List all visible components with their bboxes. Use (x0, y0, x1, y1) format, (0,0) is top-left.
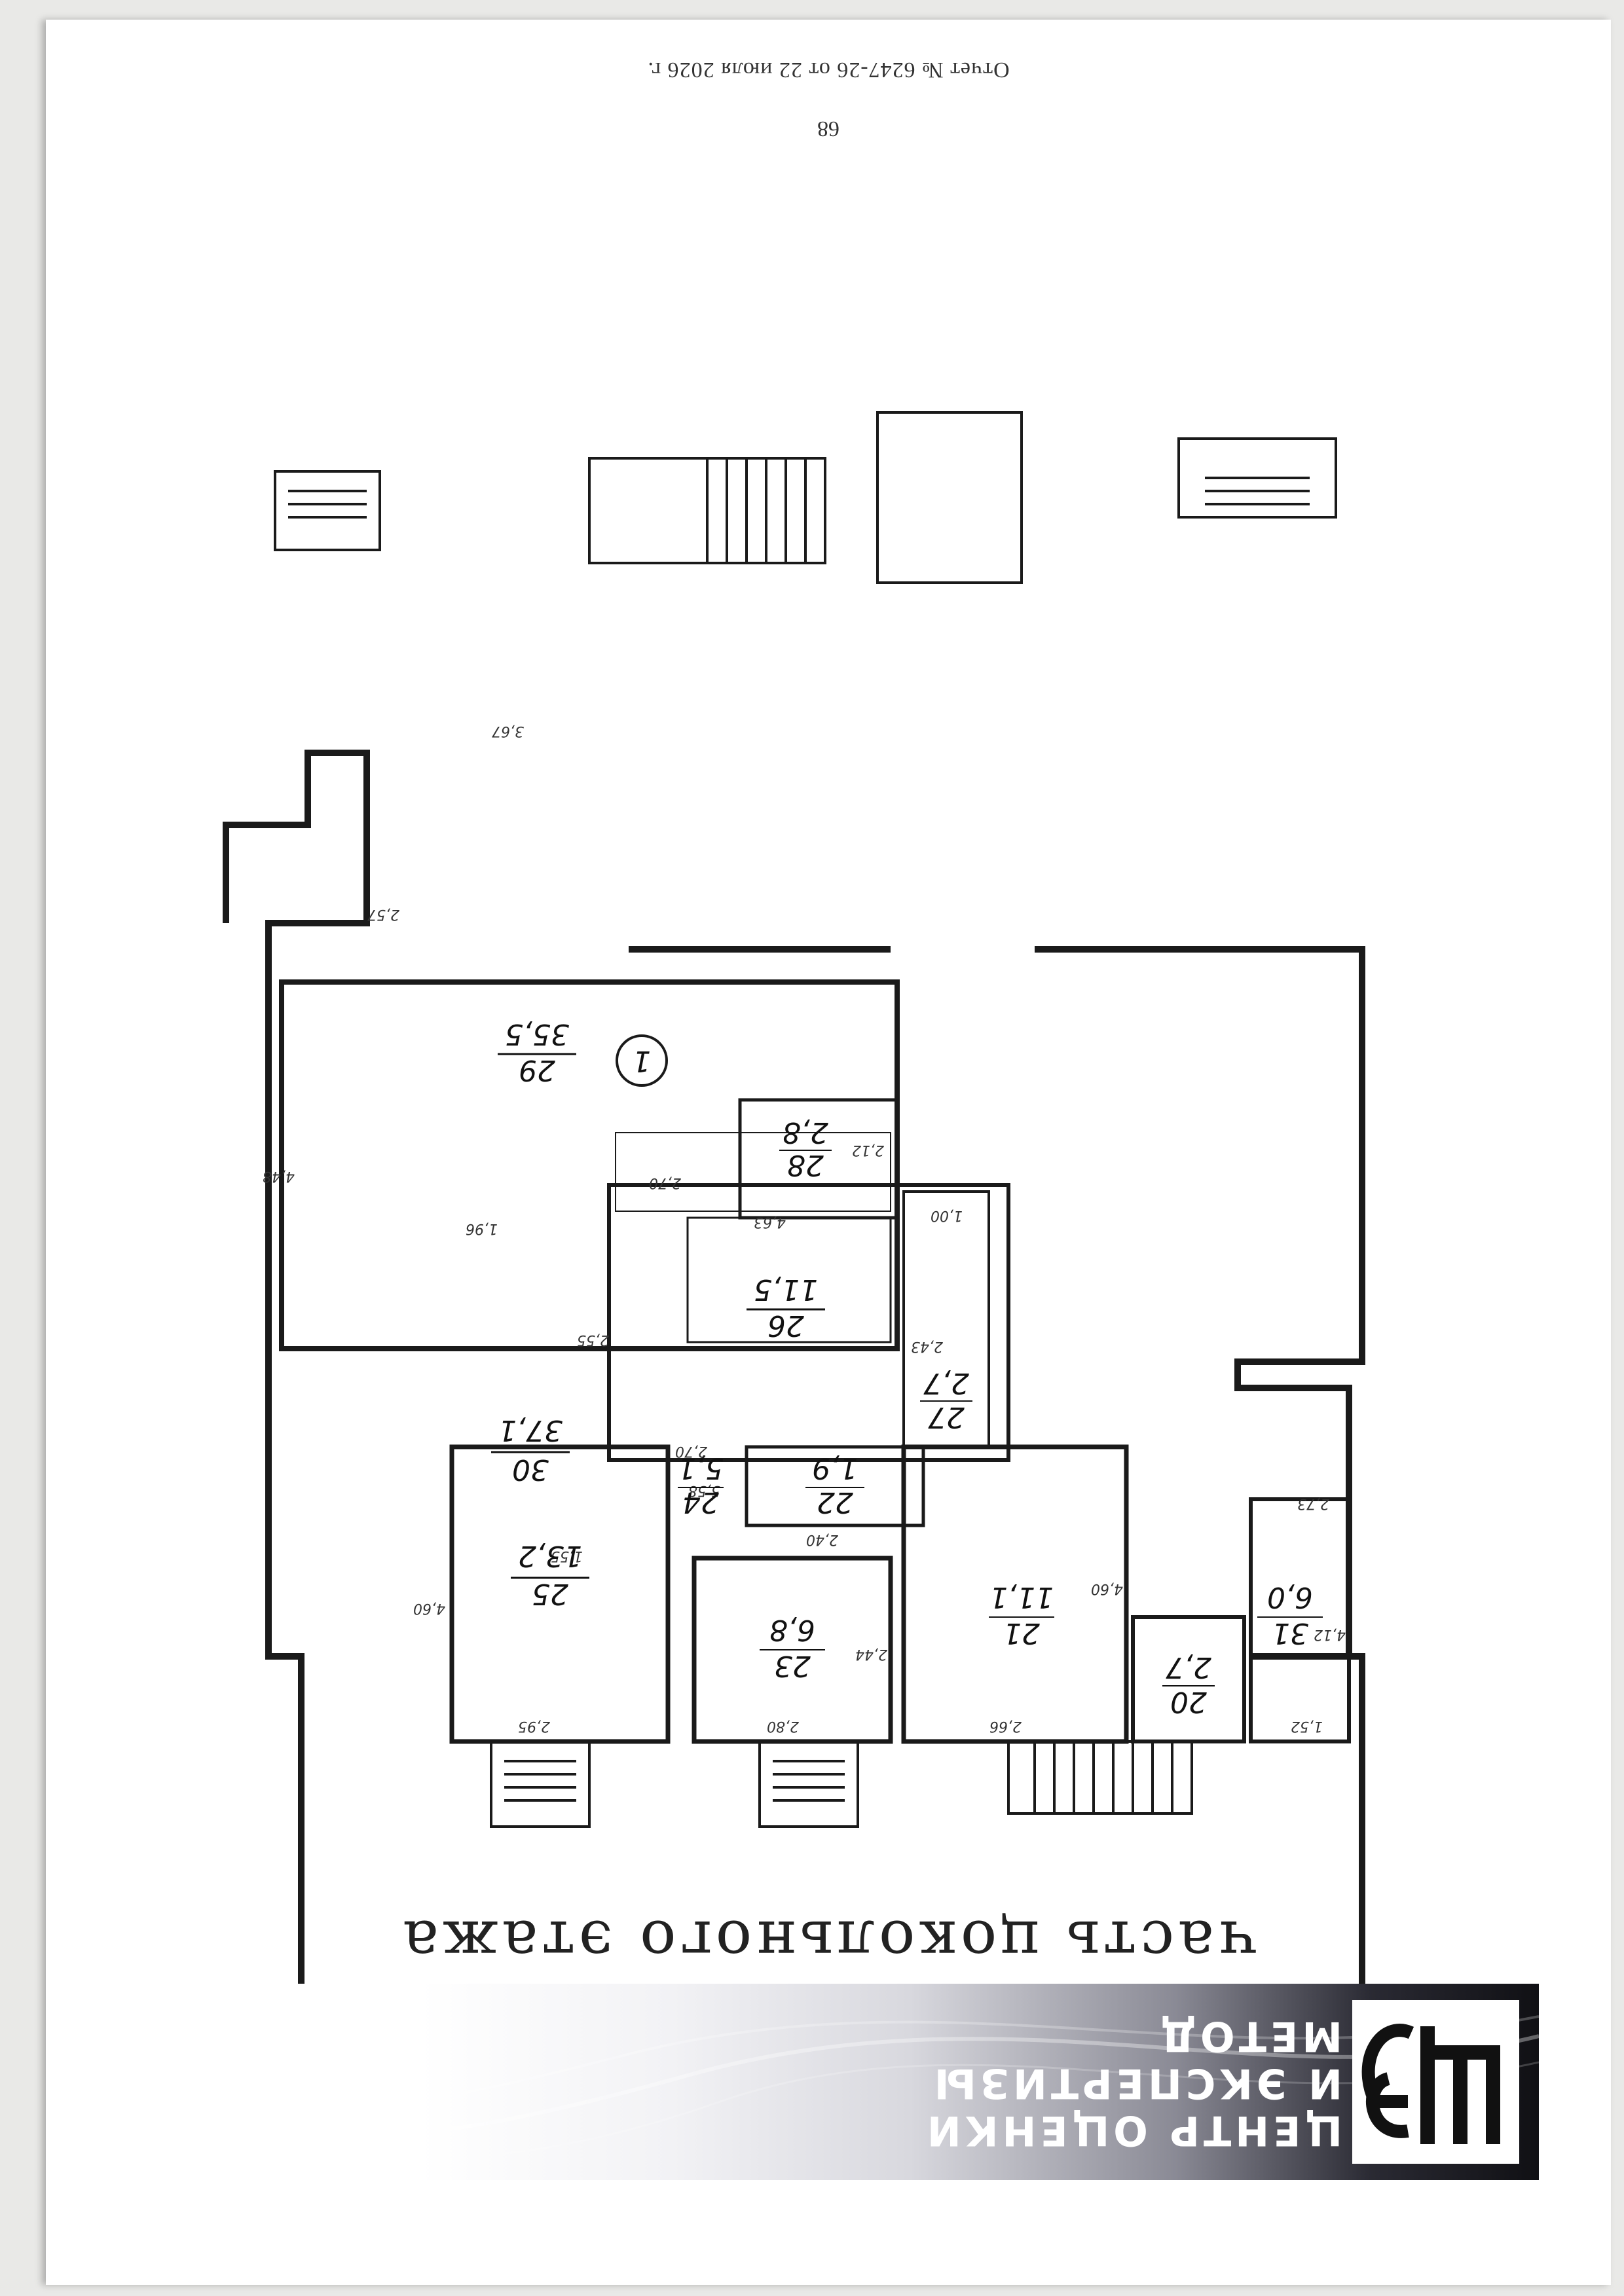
room-number: 31 (1272, 1616, 1308, 1650)
room-22: 22 1,9 2,40 (745, 1445, 925, 1548)
room-27: 27 2,7 1,00 2,43 (902, 1190, 990, 1448)
room-number: 23 (774, 1649, 811, 1683)
dimension-label: 2,44 (855, 1646, 887, 1662)
dimension-label: 1,55 (551, 1548, 583, 1564)
dimension-label: 1,52 (1291, 1718, 1323, 1734)
room-area: 2,7 (923, 1366, 969, 1400)
room-23: 23 6,8 2,44 2,80 (692, 1556, 893, 1744)
dimension-label: 2,73 (1297, 1495, 1329, 1512)
room-area: 37,1 (498, 1413, 563, 1447)
dimension-label: 2,43 (911, 1338, 943, 1355)
company-name-line: МЕТОД (1156, 2013, 1342, 2060)
room-20: 20 2,7 (1131, 1615, 1246, 1743)
company-name: ЦЕНТР ОЦЕНКИ И ЭКСПЕРТИЗЫ МЕТОД (923, 2013, 1342, 2155)
room-number: 20 (1170, 1685, 1207, 1719)
plan-title: часть цокольного этажа (399, 1907, 1258, 1977)
dimension-label: 2,95 (518, 1718, 550, 1734)
dimension-label: 2,57 (367, 906, 399, 922)
dimension-label: 3,67 (492, 723, 524, 739)
room-31: 31 6,0 2,73 4,12 1,52 (1249, 1495, 1351, 1743)
dimension-label: 2,80 (767, 1718, 799, 1734)
room-number: 30 (512, 1453, 549, 1486)
room-26: 26 11,5 2,70 4,63 2,55 (577, 1175, 1010, 1462)
floor-plan: 1 29 35,5 4,48 2,57 1,96 28 2,8 2,12 30 (223, 411, 1365, 2059)
room-number: 21 (1003, 1616, 1040, 1650)
dimension-label: 2,40 (806, 1531, 838, 1548)
dimension-label: 2,70 (649, 1175, 681, 1191)
room-area: 1,9 (812, 1451, 858, 1485)
room-number: 29 (519, 1053, 555, 1087)
dimension-label: 5,58 (688, 1482, 720, 1499)
room-area: 2,7 (1166, 1650, 1211, 1684)
room-28: 28 2,8 2,12 (738, 1098, 899, 1220)
room-25: 25 13,2 4,60 2,95 (413, 1444, 671, 1744)
company-name-line: ЦЕНТР ОЦЕНКИ (923, 2107, 1342, 2155)
room-area: 11,1 (989, 1580, 1054, 1614)
dimension-label: 2,66 (989, 1718, 1022, 1734)
room-area: 2,8 (783, 1116, 828, 1149)
room-area: 13,2 (518, 1539, 582, 1573)
dimension-label: 4,63 (754, 1214, 786, 1230)
room-24: 24 5,1 2,70 1,55 (551, 1443, 724, 1564)
scanned-page: Отчет № 6247-26 от 22 июля 2026 г. 68 1 … (46, 20, 1611, 2285)
company-banner: ЦЕНТР ОЦЕНКИ И ЭКСПЕРТИЗЫ МЕТОД (141, 1984, 1539, 2180)
company-logo-icon (1352, 2000, 1519, 2164)
room-number: 26 (767, 1309, 804, 1342)
dimension-label: 4,48 (263, 1168, 295, 1184)
dimension-label: 4,60 (413, 1600, 445, 1616)
room-number: 27 (928, 1400, 965, 1434)
dimension-label: 2,12 (852, 1142, 884, 1158)
company-name-line: И ЭКСПЕРТИЗЫ (930, 2060, 1342, 2107)
room-21: 21 11,1 4,60 2,66 (901, 1444, 1129, 1744)
room-30: 30 37,1 3,67 5,58 (491, 723, 720, 1499)
dimension-label: 4,60 (1091, 1580, 1123, 1597)
room-area: 11,5 (754, 1273, 818, 1306)
dimension-label: 2,70 (675, 1443, 707, 1459)
room-number: 24 (682, 1485, 719, 1519)
room-area: 6,0 (1267, 1580, 1313, 1614)
banner-wave-decoration (141, 2015, 1539, 2159)
room-number: 22 (817, 1485, 853, 1519)
room-area: 5,1 (678, 1451, 724, 1485)
room-area: 35,5 (505, 1017, 569, 1051)
room-area: 6,8 (769, 1613, 815, 1647)
dimension-label: 1,00 (931, 1207, 963, 1224)
rotated-content: Отчет № 6247-26 от 22 июля 2026 г. 68 1 … (46, 20, 1611, 2285)
dimension-label: 2,55 (577, 1332, 609, 1348)
stairs (274, 411, 1337, 1828)
room-number: 25 (532, 1577, 568, 1611)
dimension-label: 4,12 (1314, 1626, 1346, 1643)
dimension-label: 1,96 (466, 1220, 498, 1237)
room-number: 28 (787, 1148, 824, 1182)
room-marker-label: 1 (633, 1044, 651, 1078)
